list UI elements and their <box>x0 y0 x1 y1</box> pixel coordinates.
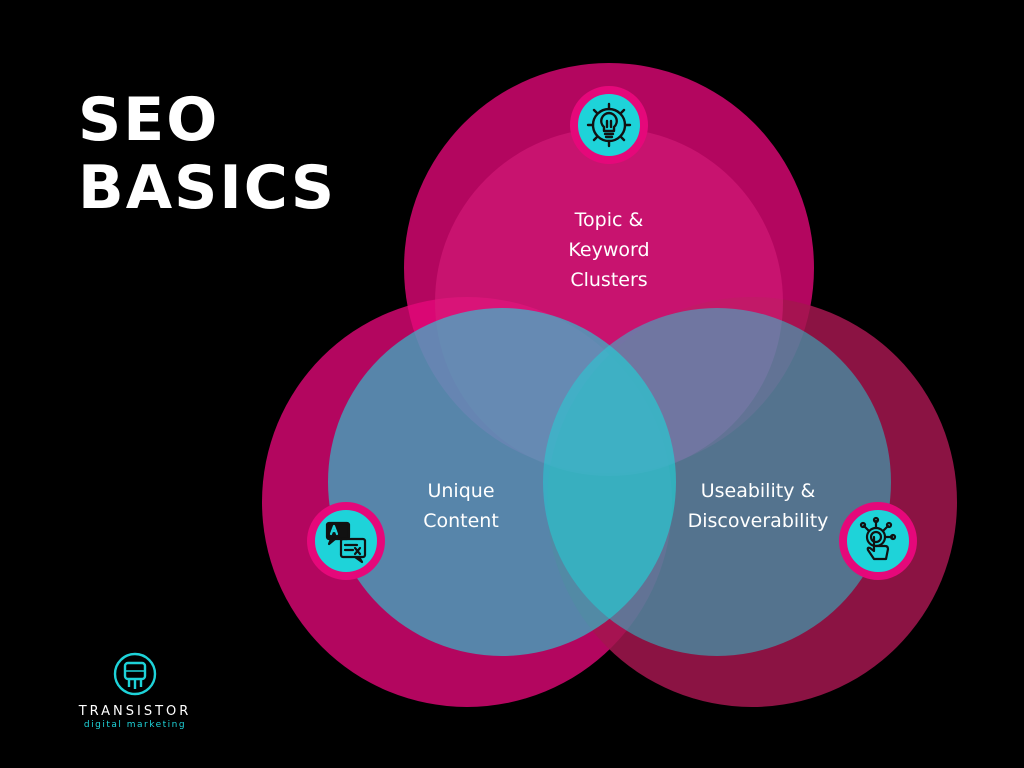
logo-name: TRANSISTOR <box>78 704 192 719</box>
topic-line-3: Clusters <box>570 269 648 291</box>
title-line-2: BASICS <box>78 153 337 223</box>
unique-line-2: Content <box>423 510 499 532</box>
useability-line-2: Discoverability <box>687 510 829 532</box>
transistor-logo-icon <box>113 652 157 696</box>
useability-line-1: Useability & <box>700 480 816 502</box>
unique-content-label: Unique Content <box>391 476 531 536</box>
transistor-logo: TRANSISTOR digital marketing <box>76 652 194 730</box>
title-line-1: SEO <box>78 85 220 155</box>
unique-line-1: Unique <box>427 480 495 502</box>
touch-network-icon <box>839 502 917 580</box>
lightbulb-gear-icon <box>570 86 648 164</box>
topic-line-2: Keyword <box>568 239 650 261</box>
useability-label: Useability & Discoverability <box>668 476 848 536</box>
topic-keyword-label: Topic & Keyword Clusters <box>529 205 689 295</box>
logo-tagline: digital marketing <box>83 720 187 730</box>
topic-line-1: Topic & <box>574 209 644 231</box>
page-title: SEO BASICS <box>78 86 336 222</box>
translate-chat-icon <box>307 502 385 580</box>
right-inner-circle <box>543 308 891 656</box>
